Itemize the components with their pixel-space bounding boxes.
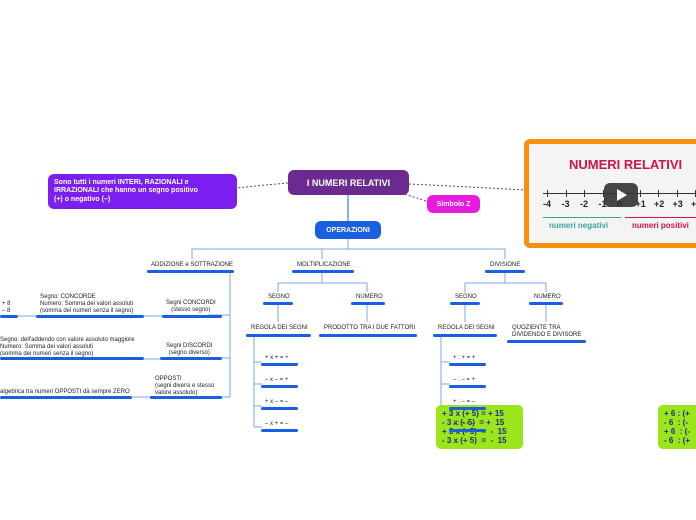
- operazioni-node[interactable]: OPERAZIONI: [315, 221, 381, 239]
- divisione-numero[interactable]: NUMERO: [534, 294, 561, 300]
- divisione-examples[interactable]: + 6 : (+ - 6 : (- + 6 : (- - 6 : (+: [658, 405, 696, 449]
- number-line-tick: -3: [561, 199, 570, 209]
- symbol-node[interactable]: Simbolo Z: [427, 195, 480, 213]
- root-title: I NUMERI RELATIVI: [306, 177, 391, 188]
- number-line-tick: -1: [598, 199, 607, 209]
- number-line-tick: -2: [580, 199, 589, 209]
- moltiplicazione-rule[interactable]: – x – = +: [265, 377, 289, 383]
- discordi-label[interactable]: Segni DISCORDI (segno diverso): [166, 343, 213, 356]
- symbol-text: Simbolo Z: [436, 200, 471, 208]
- number-line-tick-mark: [676, 190, 678, 197]
- moltiplicazione-rule-underline: [261, 407, 298, 410]
- concordi-detail-underline: [36, 315, 144, 318]
- divisione-rule[interactable]: – : – = +: [453, 377, 476, 383]
- root-node[interactable]: I NUMERI RELATIVI: [288, 170, 409, 195]
- number-line-tick: +1: [635, 199, 646, 209]
- number-line-tick: +2: [654, 199, 665, 209]
- negative-label: numeri negativi: [549, 221, 609, 230]
- positive-line: [625, 217, 696, 218]
- moltiplicazione-segno[interactable]: SEGNO: [268, 294, 290, 300]
- divisione-segno[interactable]: SEGNO: [455, 294, 477, 300]
- moltiplicazione-prodotto[interactable]: PRODOTTO TRA I DUE FATTORI: [324, 325, 416, 331]
- opposti-underline: [150, 396, 222, 399]
- moltiplicazione-underline: [292, 270, 354, 273]
- moltiplicazione-rule[interactable]: – x + = –: [265, 421, 289, 427]
- moltiplicazione-rule[interactable]: + x + = +: [265, 355, 289, 361]
- moltiplicazione-rule[interactable]: + x – = –: [265, 399, 289, 405]
- definition-text: Sono tutti i numeri INTERI, RAZIONALI e …: [54, 178, 198, 203]
- moltiplicazione-prodotto-underline: [319, 334, 417, 337]
- video-title: NUMERI RELATIVI: [569, 157, 683, 172]
- moltiplicazione-rule-underline: [261, 385, 298, 388]
- number-line-tick: +3: [672, 199, 683, 209]
- number-line-tick-mark: [658, 190, 659, 197]
- divisione-underline: [485, 270, 525, 273]
- moltiplicazione-rule-underline: [261, 363, 298, 366]
- positive-label: numeri positivi: [632, 221, 689, 230]
- discordi-detail-underline: [0, 357, 144, 360]
- concordi-detail: Segno: CONCORDE Numero: Somma dei valori…: [40, 294, 134, 314]
- divisione-rule-underline: [449, 407, 486, 410]
- definition-node[interactable]: Sono tutti i numeri INTERI, RAZIONALI e …: [48, 174, 237, 209]
- divisione-label[interactable]: DIVISIONE: [490, 262, 521, 268]
- divisione-segno-underline: [450, 302, 480, 305]
- opposti-detail-underline: [0, 396, 132, 399]
- divisione-rule-underline: [449, 429, 486, 432]
- number-line-tick-mark: [602, 190, 604, 197]
- opposti-detail: algebrica tra numeri OPPOSTI dà sempre Z…: [0, 389, 130, 395]
- divisione-regola-underline: [433, 334, 497, 337]
- moltiplicazione-segno-underline: [263, 302, 293, 305]
- discordi-underline: [160, 357, 222, 360]
- discordi-detail: Segno: dell'addendo con valore assoluto …: [0, 337, 135, 357]
- divisione-quoziente-underline: [507, 340, 586, 343]
- play-icon: [617, 189, 627, 201]
- moltiplicazione-regola[interactable]: REGOLA DEI SEGNI: [251, 325, 308, 331]
- concordi-example-underline: [0, 315, 18, 318]
- number-line-tick: -4: [543, 199, 552, 209]
- moltiplicazione-regola-underline: [246, 334, 311, 337]
- number-line-tick-mark: [639, 190, 641, 197]
- addizione-underline: [147, 270, 234, 273]
- divisione-rule-underline: [449, 385, 486, 388]
- moltiplicazione-label[interactable]: MOLTIPLICAZIONE: [297, 262, 351, 268]
- divisione-quoziente[interactable]: QUOZIENTE TRA DIVIDENDO E DIVISORE: [512, 325, 582, 338]
- number-line-tick-mark: [565, 190, 567, 197]
- divisione-rule[interactable]: – : + = –: [453, 421, 476, 427]
- moltiplicazione-examples[interactable]: + 3 x (+ 5) = + 15 - 3 x (- 5) = + 15 + …: [436, 405, 523, 449]
- moltiplicazione-numero[interactable]: NUMERO: [356, 294, 383, 300]
- video-thumbnail[interactable]: NUMERI RELATIVI -4-3-2-10+1+2+3+4 numeri…: [524, 139, 696, 248]
- moltiplicazione-numero-underline: [351, 302, 385, 305]
- number-line-tick-mark: [547, 190, 548, 197]
- divisione-numero-underline: [529, 302, 563, 305]
- divisione-rule[interactable]: + : – = –: [453, 399, 476, 405]
- divisione-rule-underline: [449, 363, 486, 366]
- concordi-label[interactable]: Segni CONCORDI (stesso segno): [166, 300, 216, 313]
- moltiplicazione-rule-underline: [261, 429, 298, 432]
- addizione-label[interactable]: ADDIZIONE e SOTTRAZIONE: [151, 262, 234, 268]
- opposti-label[interactable]: OPPOSTI (segni diversi e stesso valore a…: [155, 376, 215, 396]
- operazioni-label: OPERAZIONI: [326, 226, 370, 234]
- negative-line: [543, 217, 621, 218]
- number-line-tick: +4: [691, 199, 696, 209]
- number-line-tick-mark: [584, 190, 585, 197]
- concordi-underline: [162, 315, 222, 318]
- play-button[interactable]: [604, 183, 638, 207]
- divisione-regola[interactable]: REGOLA DEI SEGNI: [438, 325, 495, 331]
- divisione-rule[interactable]: + : + = +: [453, 355, 476, 361]
- concordi-example: + 8 – 8: [2, 301, 11, 314]
